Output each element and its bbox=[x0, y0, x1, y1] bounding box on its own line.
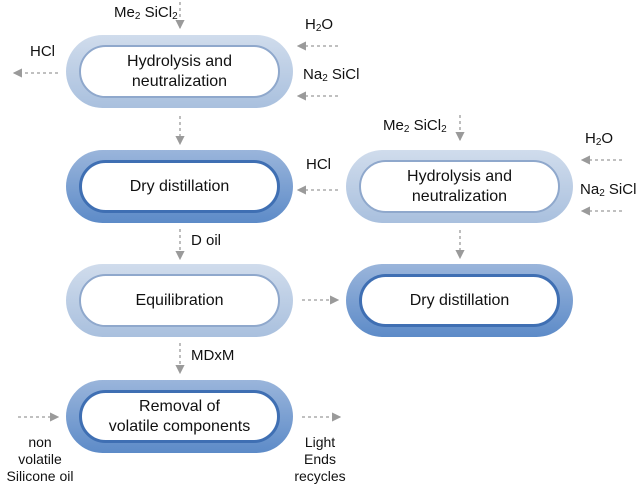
na2sicl-label-1: Na2 SiCl bbox=[303, 66, 360, 84]
dry-distillation-node-2-label: Dry distillation bbox=[359, 274, 560, 327]
hydrolysis-node-1-label: Hydrolysis and neutralization bbox=[79, 45, 280, 98]
light-ends-recycles-label: Light Ends recycles bbox=[294, 434, 346, 484]
hcl-label-2: HCl bbox=[306, 156, 331, 173]
removal-node: Removal of volatile components bbox=[66, 380, 293, 453]
hydrolysis-node-2: Hydrolysis and neutralization bbox=[346, 150, 573, 223]
d-oil-label: D oil bbox=[191, 232, 222, 249]
me2sicl2-label-right: Me2 SiCl2 bbox=[383, 117, 447, 135]
equilibration-node: Equilibration bbox=[66, 264, 293, 337]
equilibration-node-label: Equilibration bbox=[79, 274, 280, 327]
hydrolysis-node-2-label: Hydrolysis and neutralization bbox=[359, 160, 560, 213]
non-volatile-silicone-oil-label: non volatile Silicone oil bbox=[6, 434, 74, 484]
hcl-label-1: HCl bbox=[30, 43, 55, 60]
na2sicl-label-2: Na2 SiCl bbox=[580, 181, 637, 199]
me2sicl2-label-top: Me2 SiCl2 bbox=[114, 4, 178, 22]
dry-distillation-node-2: Dry distillation bbox=[346, 264, 573, 337]
h2o-label-1: H2O bbox=[305, 16, 334, 34]
dry-distillation-node-1: Dry distillation bbox=[66, 150, 293, 223]
mdxm-label: MDxM bbox=[191, 347, 235, 364]
removal-node-label: Removal of volatile components bbox=[79, 390, 280, 443]
dry-distillation-node-1-label: Dry distillation bbox=[79, 160, 280, 213]
hydrolysis-node-1: Hydrolysis and neutralization bbox=[66, 35, 293, 108]
h2o-label-2: H2O bbox=[585, 130, 614, 148]
